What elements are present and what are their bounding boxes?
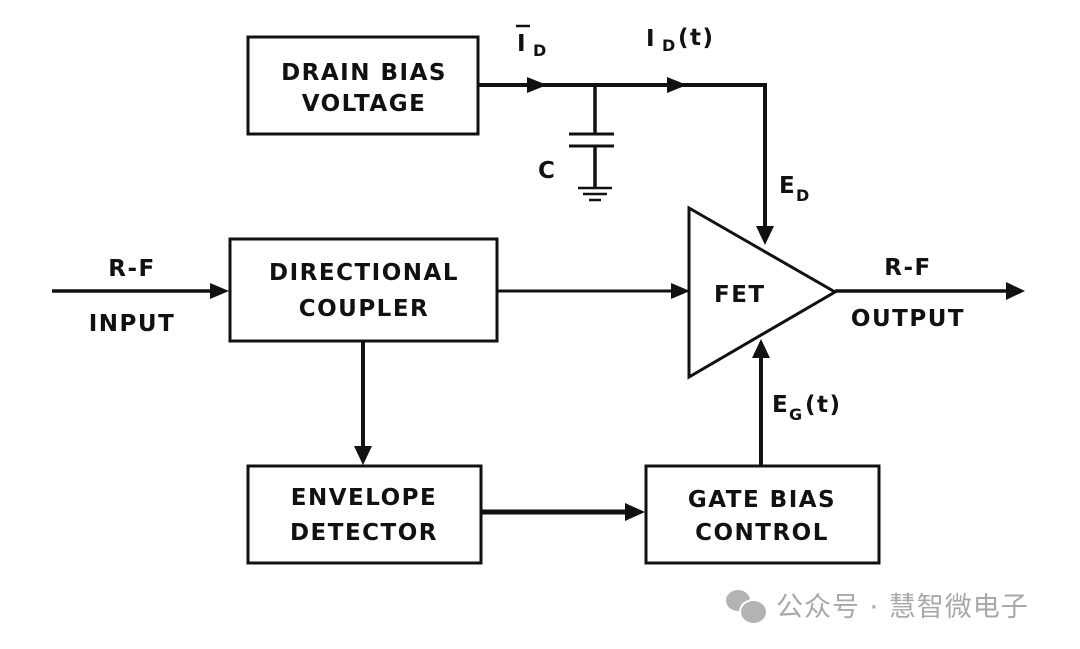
drain-bias-line1: DRAIN BIAS	[281, 60, 447, 86]
fet-input-arrow	[671, 283, 690, 299]
rf-input-bottom-label: INPUT	[89, 311, 176, 337]
drain-supply-line	[478, 77, 774, 245]
svg-text:E: E	[772, 392, 789, 418]
capacitor: C	[538, 85, 614, 202]
rf-output-top-label: R-F	[884, 255, 931, 281]
svg-text:(t): (t)	[678, 25, 715, 51]
svg-text:D: D	[796, 186, 811, 205]
svg-text:D: D	[662, 36, 677, 55]
rf-output-bottom-label: OUTPUT	[851, 306, 965, 332]
drain-bias-line2: VOLTAGE	[302, 91, 427, 117]
rf-input-arrow	[210, 283, 229, 299]
drain-bias-voltage-block: DRAIN BIAS VOLTAGE	[246, 35, 480, 136]
svg-text:E: E	[779, 173, 796, 199]
capacitor-label: C	[538, 158, 556, 184]
directional-coupler-line1: DIRECTIONAL	[269, 260, 459, 286]
id-avg-arrow	[527, 77, 547, 93]
eg-label: E G (t)	[772, 392, 842, 424]
fet-amplifier: FET	[687, 205, 838, 380]
directional-coupler-line2: COUPLER	[299, 296, 430, 322]
ed-arrow	[756, 226, 774, 245]
id-t-arrow	[667, 77, 687, 93]
rf-input: R-F INPUT	[52, 256, 229, 337]
svg-text:I: I	[646, 26, 656, 52]
ground-icon	[578, 186, 612, 202]
watermark-text: 公众号 · 慧智微电子	[776, 592, 1029, 623]
svg-text:(t): (t)	[805, 392, 842, 418]
rf-input-top-label: R-F	[108, 256, 155, 282]
svg-text:G: G	[789, 405, 804, 424]
gate-bias-line2: CONTROL	[695, 520, 829, 546]
watermark: 公众号 · 慧智微电子	[726, 585, 1029, 625]
wechat-icon	[726, 588, 768, 625]
eg-arrow	[752, 339, 770, 358]
envelope-input-arrow	[354, 446, 372, 465]
rf-output: R-F OUTPUT	[835, 255, 1025, 332]
envelope-detector-line2: DETECTOR	[290, 520, 438, 546]
gate-bias-control-block: GATE BIAS CONTROL	[644, 464, 881, 565]
gate-bias-line1: GATE BIAS	[688, 487, 836, 513]
fet-label: FET	[714, 282, 766, 308]
svg-text:D: D	[533, 41, 548, 60]
directional-coupler-block: DIRECTIONAL COUPLER	[228, 237, 499, 343]
ed-label: E D	[779, 173, 811, 205]
rf-output-arrow	[1006, 282, 1025, 300]
envelope-detector-line1: ENVELOPE	[291, 485, 437, 511]
id-average-label: I D	[516, 24, 548, 60]
envelope-detector-block: ENVELOPE DETECTOR	[246, 464, 483, 565]
gate-bias-input-arrow	[625, 503, 645, 521]
svg-text:I: I	[517, 31, 527, 57]
id-t-label: I D (t)	[646, 25, 715, 55]
